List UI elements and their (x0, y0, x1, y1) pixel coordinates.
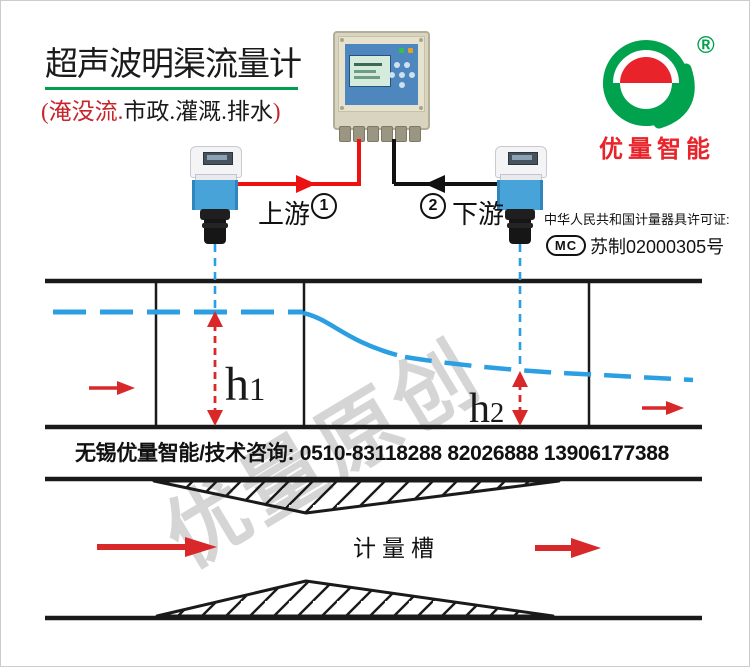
page-subtitle: (淹没流.市政.灌溉.排水) (41, 92, 281, 126)
circled-number-1: 1 (311, 193, 337, 219)
downstream-sensor-wire (392, 139, 396, 184)
mc-mark-icon: MC (546, 235, 586, 256)
green-led-icon (399, 48, 404, 53)
right-arrow-icon (296, 175, 316, 193)
brand-name: 优量智能 (599, 136, 715, 163)
title-underline (45, 87, 298, 90)
keypad-button (399, 82, 405, 88)
screw-icon (340, 38, 344, 42)
cable-gland (339, 126, 351, 142)
h2-label: h2 (469, 386, 505, 432)
subtitle-close: ) (272, 99, 281, 124)
orange-led-icon (408, 48, 413, 53)
downstream-ultrasonic-sensor (492, 146, 548, 246)
screw-icon (419, 106, 423, 110)
screw-icon (340, 106, 344, 110)
upstream-sensor-wire (357, 139, 361, 184)
cable-gland (367, 126, 379, 142)
flow-meter-controller (333, 31, 430, 130)
screw-icon (419, 38, 423, 42)
controller-panel (345, 44, 418, 105)
license-title: 中华人民共和国计量器具许可证: (544, 212, 730, 227)
flume-label: 计量槽 (353, 535, 440, 561)
subtitle-middle: 市政.灌溉.排水 (123, 99, 273, 124)
cable-gland (395, 126, 407, 142)
keypad-button (404, 62, 410, 68)
upstream-label: 上游 (258, 199, 311, 229)
sensor-body (497, 180, 543, 210)
sensor-transducer (200, 209, 230, 220)
cable-gland (409, 126, 421, 142)
brand-logo-icon: ® (603, 32, 715, 129)
sensor-display (508, 152, 538, 165)
sensor-transducer (505, 209, 535, 220)
controller-lcd-screen (349, 55, 391, 87)
registered-trademark-icon: ® (697, 32, 715, 59)
upstream-ultrasonic-sensor (187, 146, 243, 246)
keypad-button (409, 72, 415, 78)
license-number: 苏制02000305号 (590, 237, 725, 257)
left-arrow-icon (425, 175, 445, 193)
sensor-cap (190, 146, 242, 178)
sensor-display (203, 152, 233, 165)
flume-bottom-wall (155, 579, 555, 618)
downstream-label: 下游 (452, 199, 505, 229)
keypad-button (394, 62, 400, 68)
subtitle-open: (淹没流. (41, 99, 124, 124)
page-title: 超声波明渠流量计 (45, 47, 302, 83)
sensor-body (192, 180, 238, 210)
h1-label: h1 (225, 358, 266, 411)
sensor-transducer (507, 223, 533, 228)
sensor-transducer (202, 223, 228, 228)
cable-gland (381, 126, 393, 142)
keypad-button (389, 72, 395, 78)
h1-dimension-arrow (207, 311, 223, 426)
controller-cover (338, 36, 425, 112)
downstream-sensor-wire (394, 182, 498, 186)
circled-number-2: 2 (420, 193, 446, 219)
keypad-button (399, 72, 405, 78)
contact-info: 无锡优量智能/技术咨询: 0510-83118288 82026888 1390… (74, 442, 670, 465)
